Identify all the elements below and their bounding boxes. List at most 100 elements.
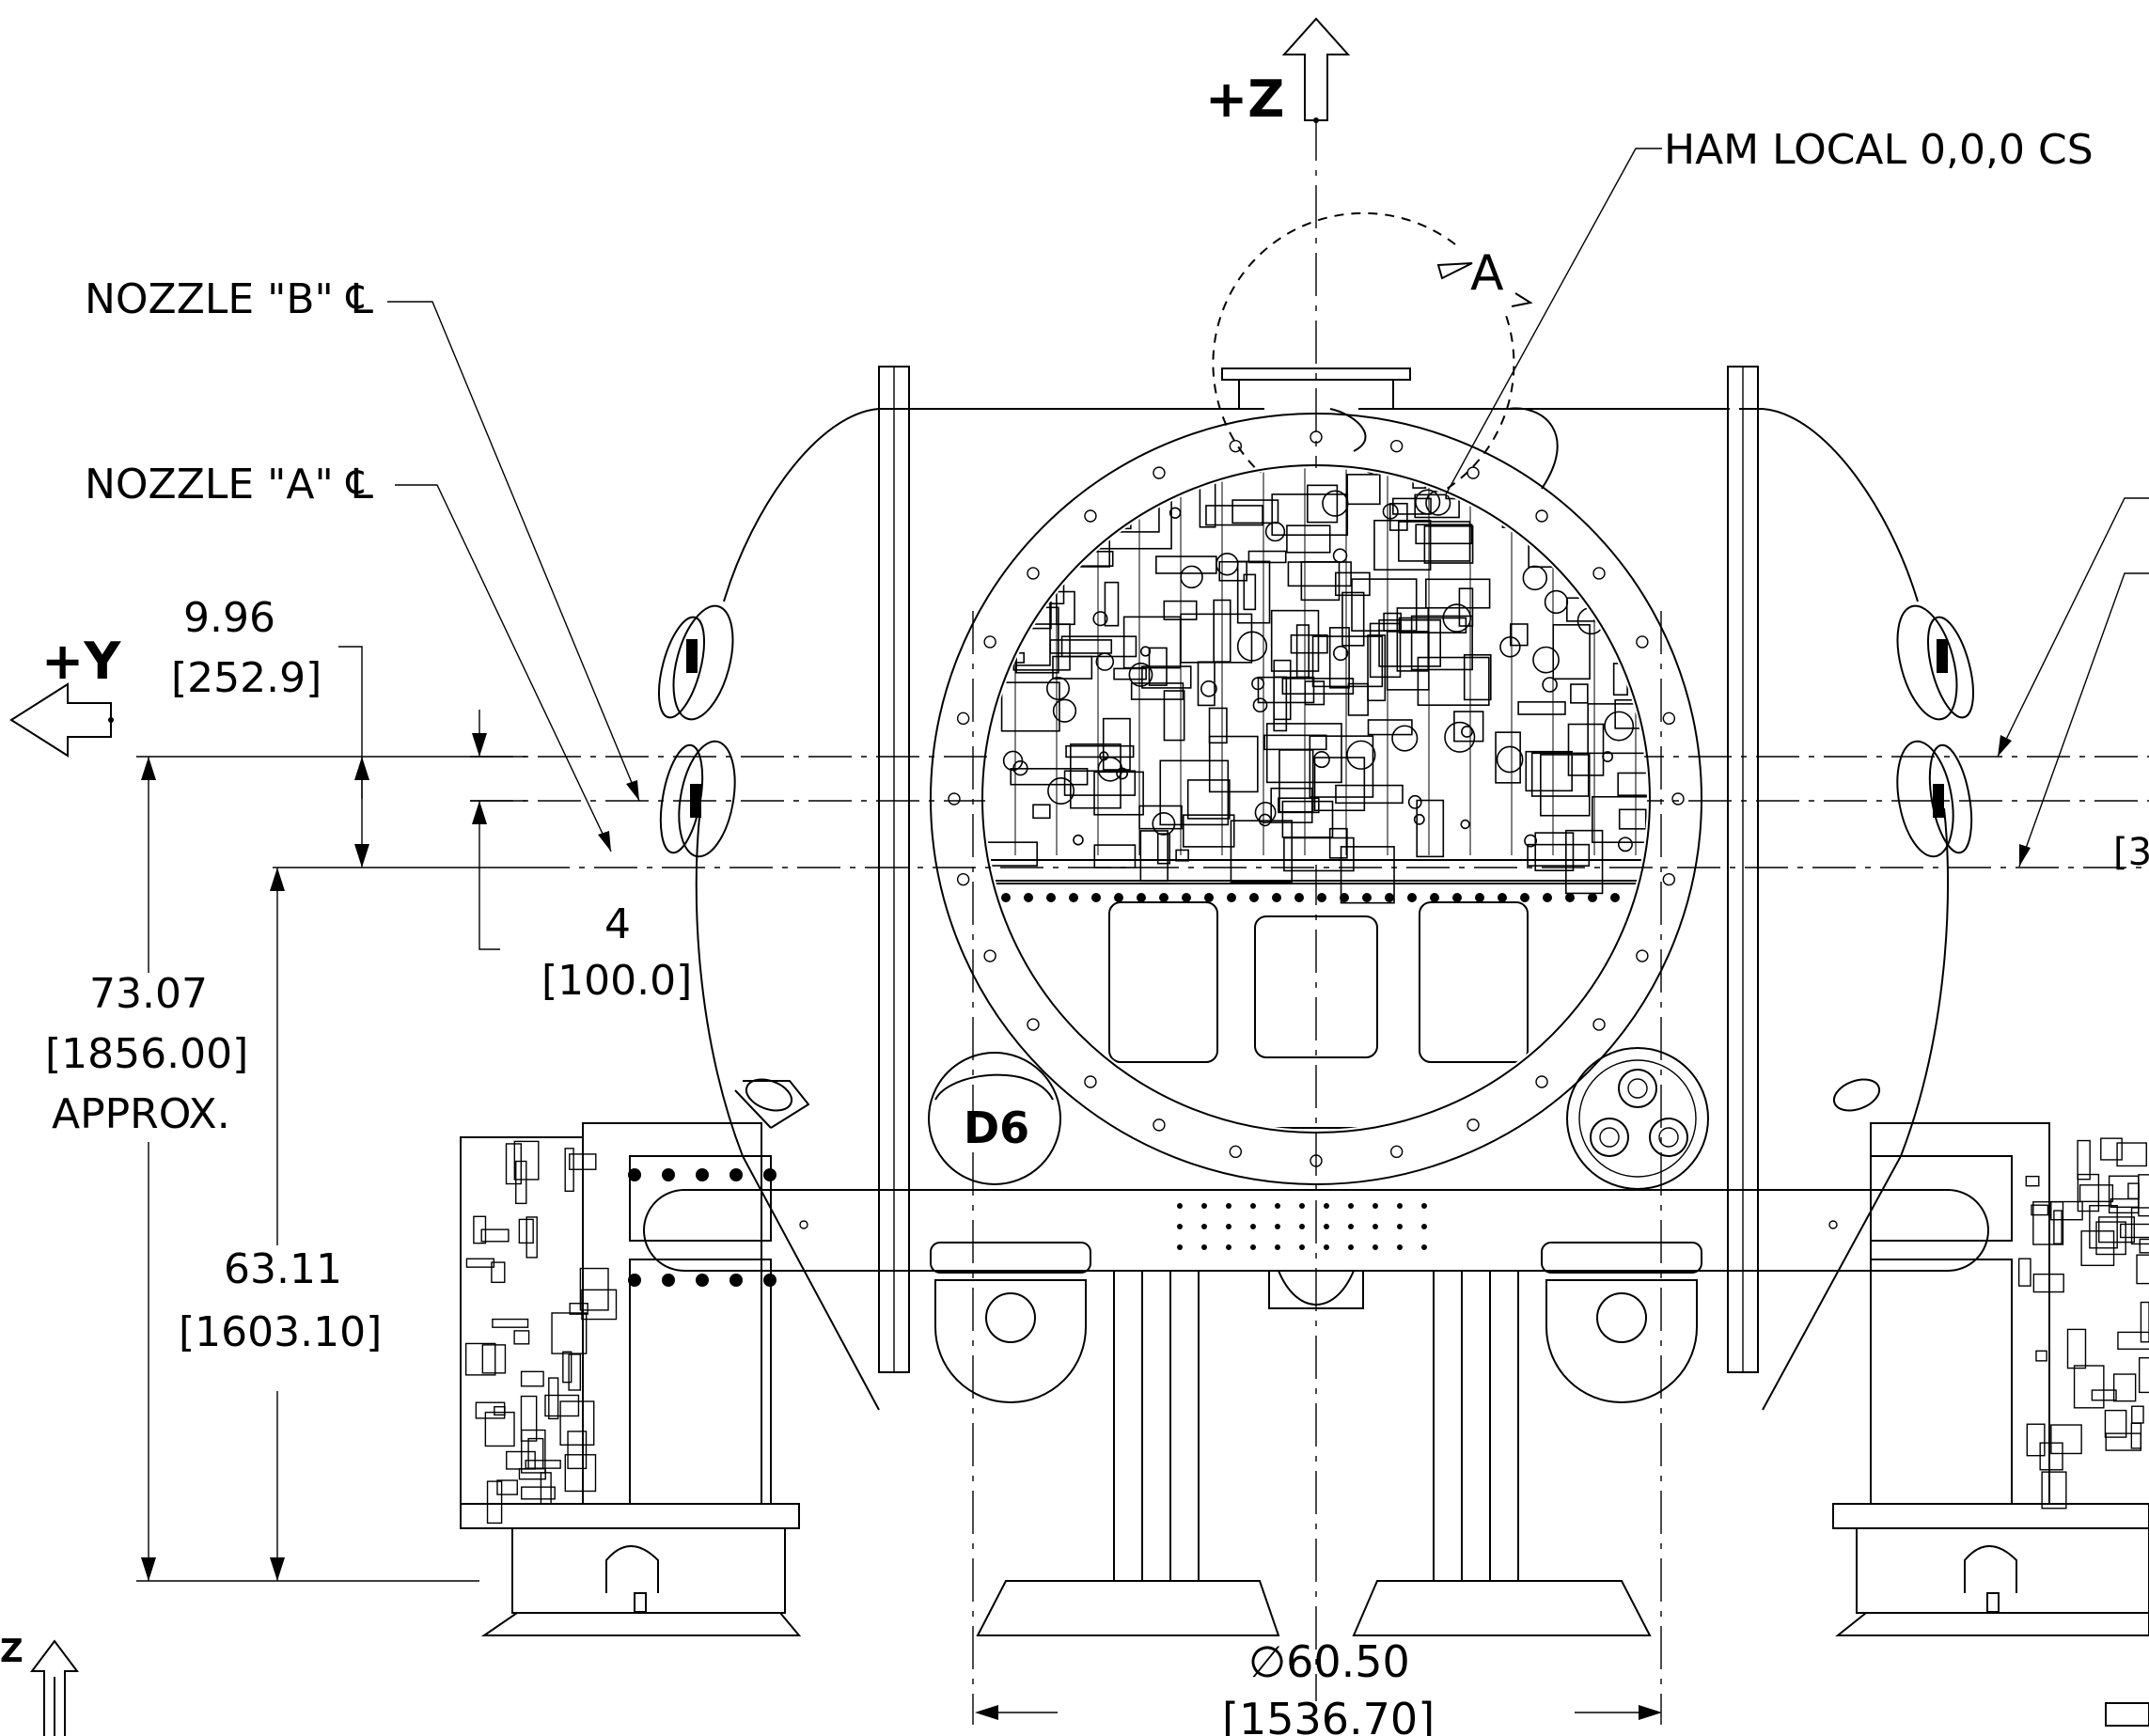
rivet: [1407, 893, 1417, 902]
equipment-part: [990, 558, 1012, 588]
beam-hole: [1348, 1244, 1354, 1250]
actuator-part: [484, 1411, 515, 1447]
equipment-part: [1602, 751, 1614, 762]
actuator-part: [2105, 1432, 2141, 1451]
actuator-part: [2100, 1137, 2123, 1161]
housing: [1545, 1279, 1698, 1403]
nozzle-b-label: NOZZLE "B" ℄: [85, 275, 374, 323]
bottom-housings: [930, 1242, 1702, 1403]
actuator-part: [2140, 1301, 2149, 1343]
beam-hole: [1324, 1203, 1329, 1209]
equipment-part: [1035, 520, 1059, 550]
equipment-part: [1570, 683, 1589, 704]
beam-hole: [1201, 1224, 1207, 1229]
d6-port: [928, 1052, 1061, 1185]
beam-hole: [1201, 1244, 1207, 1250]
flange-bolt: [1310, 1154, 1323, 1167]
dim-73-07-note: APPROX.: [52, 1090, 230, 1138]
flange-bolt: [1535, 1075, 1548, 1088]
beam-hole: [1421, 1203, 1427, 1209]
actuator-part: [564, 1454, 597, 1493]
flange-bolt: [1535, 509, 1548, 523]
equipment-part: [1499, 636, 1521, 658]
small-z-label: Z: [0, 1633, 24, 1670]
actuator-part: [2039, 1442, 2063, 1471]
actuator-part: [492, 1318, 529, 1328]
beam-hole: [1275, 1244, 1280, 1250]
rivet: [1520, 893, 1529, 902]
flange-bolt: [1636, 635, 1649, 649]
equipment-part: [1205, 505, 1263, 526]
flange-bolt: [1662, 712, 1676, 726]
equipment-part: [1530, 752, 1590, 797]
actuator-part: [486, 1480, 503, 1525]
equipment-part: [1278, 797, 1320, 814]
equipment-part: [1236, 631, 1268, 662]
actuator-part: [464, 1342, 496, 1376]
beam-hole: [1226, 1224, 1231, 1229]
beam-hole: [1373, 1224, 1378, 1229]
actuator-part: [2025, 1175, 2040, 1187]
equipment-part: [1230, 820, 1294, 884]
equipment-part: [1050, 468, 1078, 485]
equipment-part: [1532, 646, 1560, 674]
nozzle-a-leader: [395, 484, 612, 852]
equipment-part: [1398, 617, 1467, 633]
dim-4-value: 4: [604, 900, 631, 948]
actuator-part: [520, 1395, 538, 1442]
equipment-part: [1617, 837, 1633, 852]
actuator-part: [567, 1431, 588, 1470]
equipment-part: [1104, 581, 1120, 627]
equipment-part: [1045, 676, 1070, 700]
equipment-part: [1130, 682, 1184, 700]
flange-bolt: [948, 792, 961, 805]
beam-hole: [1324, 1244, 1329, 1250]
equipment-part: [1415, 524, 1473, 545]
actuator-part: [496, 1479, 518, 1495]
actuator-part: [491, 1261, 506, 1284]
actuator-part: [544, 1394, 580, 1417]
equipment-part: [1000, 681, 1060, 732]
bolt: [662, 1168, 675, 1181]
rivet: [1362, 893, 1372, 902]
equipment-part: [1052, 655, 1093, 680]
equipment-part: [1295, 624, 1310, 679]
equipment-part: [1252, 697, 1268, 713]
equipment-part: [1501, 517, 1526, 528]
actuator-part: [569, 1303, 588, 1315]
equipment-part: [1410, 615, 1473, 671]
equipment-part: [1617, 772, 1647, 796]
plus-z-arrow: [1281, 17, 1351, 123]
plus-z-label: +Z: [1205, 70, 1284, 129]
rivet: [1385, 893, 1394, 902]
rivet: [1272, 893, 1281, 902]
equipment-part: [1074, 503, 1102, 531]
equipment-part: [1093, 844, 1137, 868]
flange-bolt: [1084, 1075, 1097, 1088]
actuator-part: [513, 1140, 540, 1181]
equipment-part: [1128, 662, 1153, 687]
flange-bolt: [1310, 430, 1323, 444]
bolt: [662, 1274, 675, 1287]
housing-cap: [1541, 1242, 1702, 1274]
equipment-part: [1332, 645, 1349, 662]
equipment-part: [1461, 726, 1473, 738]
nozzle-b-leader: [387, 301, 640, 802]
plus-y-arrow: [9, 682, 114, 758]
actuator-part: [481, 1344, 507, 1374]
actuator-part: [2041, 1471, 2067, 1509]
beam-hole: [1397, 1203, 1403, 1209]
actuator-part: [2104, 1409, 2127, 1438]
equipment-part: [1312, 751, 1330, 769]
flange-bolt: [1084, 509, 1097, 523]
beam-hole: [1275, 1203, 1280, 1209]
rivet: [1204, 893, 1214, 902]
flange-bolt: [983, 635, 996, 649]
flange-bolt: [1027, 567, 1040, 580]
actuator-part: [2078, 1184, 2114, 1203]
detail-a-label: A: [1470, 245, 1504, 302]
actuator-part: [475, 1401, 506, 1419]
rivet: [1182, 893, 1191, 902]
equipment-part: [1495, 731, 1521, 784]
flange-bolt: [1671, 792, 1685, 805]
